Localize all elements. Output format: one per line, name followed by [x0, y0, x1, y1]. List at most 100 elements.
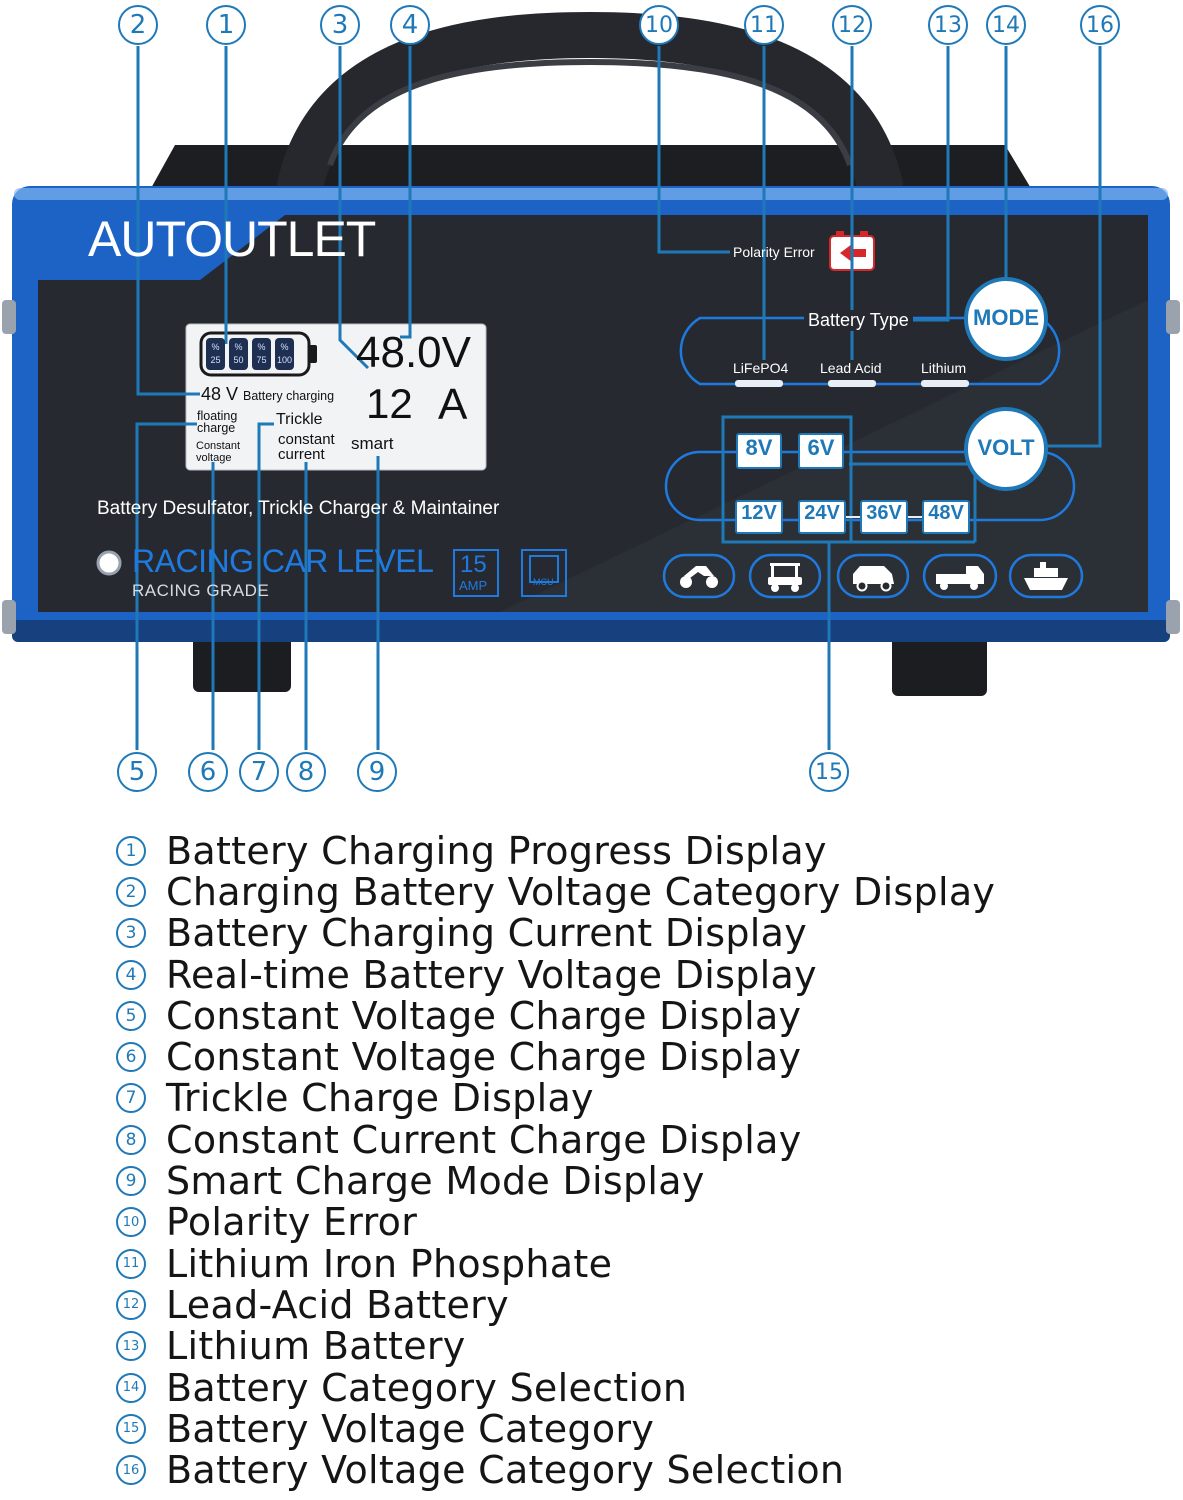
legend-number: 1 [116, 835, 146, 866]
legend-text: Battery Charging Progress Display [166, 828, 827, 873]
lcd-current-value: 12 [366, 380, 413, 427]
legend-number: 10 [116, 1207, 146, 1238]
legend-number: 11 [116, 1248, 146, 1279]
callout-12: 12 [832, 5, 872, 45]
mcu-label: MCU [533, 577, 554, 587]
handle-base [150, 145, 1032, 190]
motorcycle-icon [680, 566, 718, 588]
callout-1: 1 [206, 5, 246, 45]
legend-text: Battery Voltage Category Selection [166, 1448, 845, 1493]
lead-acid-led [828, 380, 876, 387]
legend-number: 6 [116, 1042, 146, 1073]
battery-terminal-icon [309, 345, 317, 363]
battery-type-lithium: Lithium [921, 360, 967, 376]
legend-number: 13 [116, 1331, 146, 1362]
legend-text: Constant Voltage Charge Display [166, 993, 802, 1038]
right-foot [892, 630, 987, 696]
polarity-terminal-left [836, 231, 844, 237]
legend-text: Lead-Acid Battery [166, 1282, 509, 1327]
amp-badge-frame [453, 549, 499, 597]
callout-7: 7 [239, 752, 279, 792]
lcd-constant-current: constant current [278, 431, 335, 463]
legend-item: 9 Smart Charge Mode Display [116, 1159, 1176, 1204]
progress-cell-75: %75 [252, 338, 271, 370]
progress-cell-100: %100 [275, 338, 294, 370]
voltage-track [664, 450, 1076, 522]
volt-button[interactable]: VOLT [977, 435, 1035, 460]
callout-3: 3 [320, 5, 360, 45]
lcd-constant-voltage: Constant voltage [196, 440, 241, 464]
callout-15: 15 [809, 752, 849, 792]
legend-number: 5 [116, 1000, 146, 1031]
lcd-trickle: Trickle [276, 411, 323, 428]
legend-number: 9 [116, 1166, 146, 1197]
legend-text: Lithium Iron Phosphate [166, 1241, 613, 1286]
battery-type-track [679, 316, 1061, 386]
handle-highlight [327, 58, 853, 167]
voltage-chip-12v: 12V [735, 500, 783, 534]
legend-text: Lithium Battery [166, 1324, 466, 1369]
truck-icon [936, 566, 984, 590]
golf-cart-pill [748, 553, 822, 599]
lcd-floating-charge: floating charge [197, 409, 238, 435]
legend-text: Battery Charging Current Display [166, 911, 808, 956]
callout-8: 8 [286, 752, 326, 792]
callout-9: 9 [357, 752, 397, 792]
mcu-badge-frame [521, 549, 567, 597]
callout-2: 2 [118, 5, 158, 45]
amp-value: 15 [460, 551, 487, 578]
polarity-error-label: Polarity Error [733, 244, 815, 260]
motorcycle-pill [662, 553, 736, 599]
boat-pill [1008, 553, 1084, 599]
voltage-chip-24v: 24V [798, 500, 846, 534]
mcu-chip-icon [529, 555, 559, 583]
racing-dot-icon [96, 550, 122, 576]
golf-cart-icon [768, 563, 802, 592]
right-screw-top [1166, 300, 1180, 334]
polarity-terminal-right [860, 231, 868, 237]
lcd-smart: smart [351, 434, 394, 453]
callout-4: 4 [390, 5, 430, 45]
right-screw-bottom [1166, 600, 1180, 634]
mode-button[interactable]: MODE [973, 305, 1039, 330]
lcd-current-unit: A [438, 380, 468, 429]
legend-text: Constant Current Charge Display [166, 1117, 802, 1162]
left-screw-top [2, 300, 16, 334]
legend-item: 13 Lithium Battery [116, 1324, 1176, 1369]
legend-item: 12 Lead-Acid Battery [116, 1282, 1176, 1327]
legend-item: 1 Battery Charging Progress Display [116, 828, 1176, 873]
boat-icon [1024, 562, 1068, 590]
callout-legend: 1 Battery Charging Progress Display 2 Char… [116, 828, 1176, 1493]
voltage-chip-36v: 36V [860, 500, 908, 534]
lcd-battery-category: 48 V [201, 384, 239, 404]
battery-type-lead-acid: Lead Acid [820, 360, 882, 376]
lcd-voltage-reading: 48.0V [356, 328, 471, 377]
truck-pill [922, 553, 998, 599]
left-foot [193, 630, 291, 692]
carry-handle [277, 11, 903, 208]
battery-type-label: Battery Type [804, 310, 913, 331]
leader-lines [135, 46, 1102, 750]
charger-illustration [2, 11, 1180, 750]
charger-diagram: AUTOUTLET Battery Desulfator, Trickle Ch… [2, 5, 1180, 792]
legend-text: Constant Voltage Charge Display [166, 1035, 802, 1080]
body-bottom-edge [12, 620, 1170, 642]
legend-item: 11 Lithium Iron Phosphate [116, 1241, 1176, 1286]
progress-cell-50: %50 [229, 338, 248, 370]
legend-text: Charging Battery Voltage Category Displa… [166, 869, 996, 914]
legend-number: 12 [116, 1289, 146, 1320]
voltage-chip-6v: 6V [798, 433, 844, 469]
body-top-edge [14, 188, 1168, 200]
lcd-progress-cells: %25 %50 %75 %100 [206, 338, 294, 370]
legend-number: 2 [116, 876, 146, 907]
legend-text: Smart Charge Mode Display [166, 1159, 705, 1204]
legend-text: Real-time Battery Voltage Display [166, 952, 817, 997]
legend-text: Trickle Charge Display [166, 1076, 594, 1121]
voltage-chip-48v: 48V [922, 500, 970, 534]
suv-pill [836, 553, 910, 599]
